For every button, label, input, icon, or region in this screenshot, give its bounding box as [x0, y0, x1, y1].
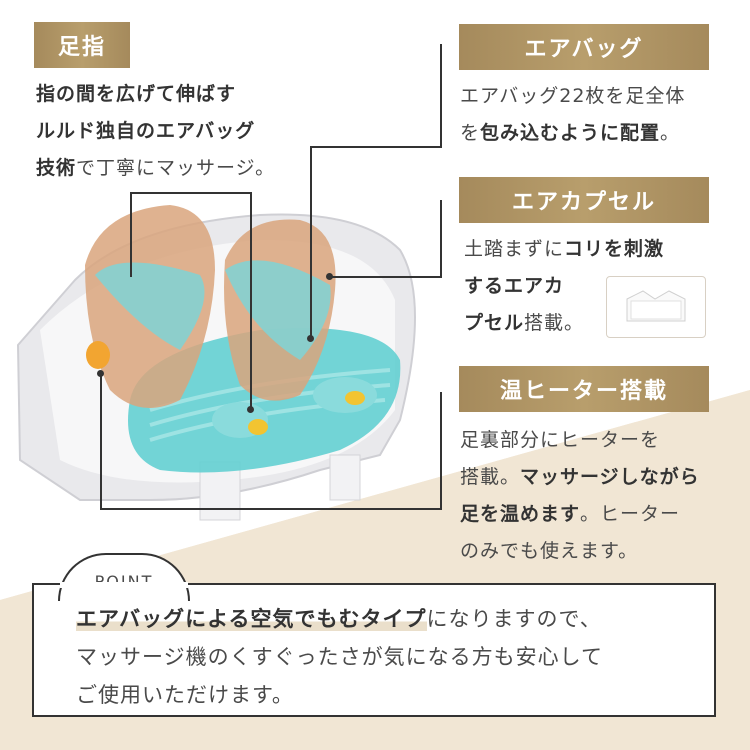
air-capsule-description: 土踏まずにコリを刺激 するエアカ プセル搭載。: [464, 238, 665, 334]
point-tab-joint: [60, 582, 188, 588]
capsule-callout-line: [330, 276, 442, 278]
capsule-callout-dot: [326, 273, 333, 280]
heater-callout-line: [100, 508, 442, 510]
heater-callout-dot: [97, 370, 104, 377]
toes-callout-line: [250, 192, 252, 410]
heater-label: 温ヒーター搭載: [459, 366, 709, 412]
airbag-label: エアバッグ: [459, 24, 709, 70]
air-capsule-label: エアカプセル: [459, 177, 709, 223]
toes-callout-dot: [247, 406, 254, 413]
heater-callout-line: [100, 372, 102, 510]
point-text: エアバッグによる空気でもむタイプになりますので、 マッサージ機のくすぐったさが気…: [76, 607, 603, 707]
airbag-callout-line: [310, 146, 312, 336]
heater-callout-line: [440, 392, 442, 510]
foot-massager-illustration: [16, 205, 416, 521]
toes-label: 足指: [34, 22, 130, 68]
capsule-callout-line: [440, 200, 442, 278]
airbag-callout-line: [440, 44, 442, 148]
air-capsule-image: [606, 276, 706, 338]
point-box: [32, 583, 716, 717]
airbag-description: エアバッグ22枚を足全体 を包み込むように配置。: [460, 85, 686, 144]
point-tab: POINT: [58, 553, 190, 601]
airbag-callout-line: [310, 146, 442, 148]
toes-callout-line: [130, 192, 132, 277]
airbag-callout-dot: [307, 335, 314, 342]
heater-description: 足裏部分にヒーターを 搭載。マッサージしながら 足を温めます。ヒーター のみでも…: [460, 429, 700, 562]
toes-description: 指の間を広げて伸ばす ルルド独自のエアバッグ 技術で丁寧にマッサージ。: [36, 83, 276, 179]
toes-callout-line: [130, 192, 252, 194]
